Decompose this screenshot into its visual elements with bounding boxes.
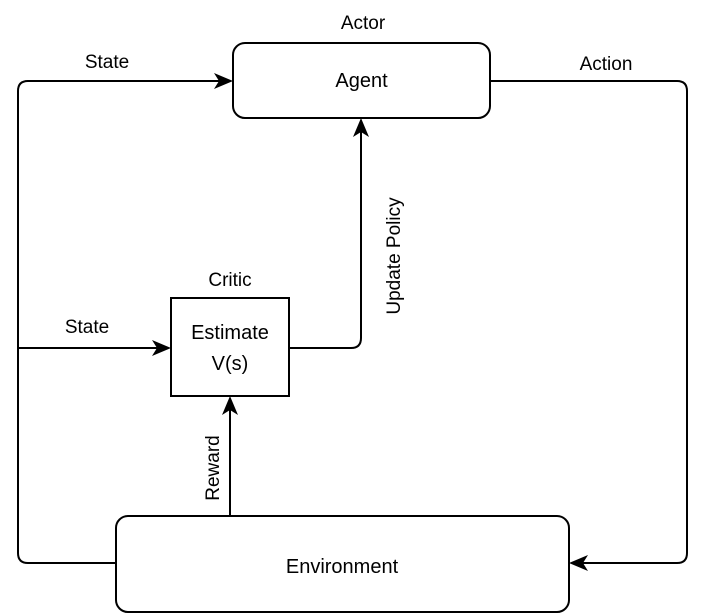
reward-label: Reward (203, 435, 224, 500)
critic-label-line2: V(s) (212, 353, 249, 375)
critic-box (170, 297, 290, 397)
actor-caption: Actor (341, 13, 386, 34)
state-to-critic-arrowhead (152, 340, 171, 356)
environment-label: Environment (286, 556, 399, 578)
update-policy-edge (289, 130, 362, 349)
state-to-agent-edge (17, 80, 221, 564)
reward-arrowhead (222, 396, 238, 415)
update-policy-label: Update Policy (384, 197, 405, 315)
critic-node: Estimate V(s) (170, 297, 290, 397)
update-policy-arrowhead (353, 118, 369, 137)
agent-node: Agent (232, 42, 491, 119)
critic-label-line1: Estimate (191, 322, 269, 344)
state-to-critic-label: State (65, 317, 109, 338)
agent-label: Agent (335, 70, 388, 92)
action-edge (490, 80, 688, 564)
environment-node: Environment (115, 515, 570, 613)
critic-caption: Critic (208, 270, 251, 291)
state-to-agent-label: State (85, 52, 129, 73)
state-to-agent-arrowhead (214, 73, 233, 89)
action-arrowhead (569, 555, 588, 571)
action-label: Action (580, 54, 633, 75)
